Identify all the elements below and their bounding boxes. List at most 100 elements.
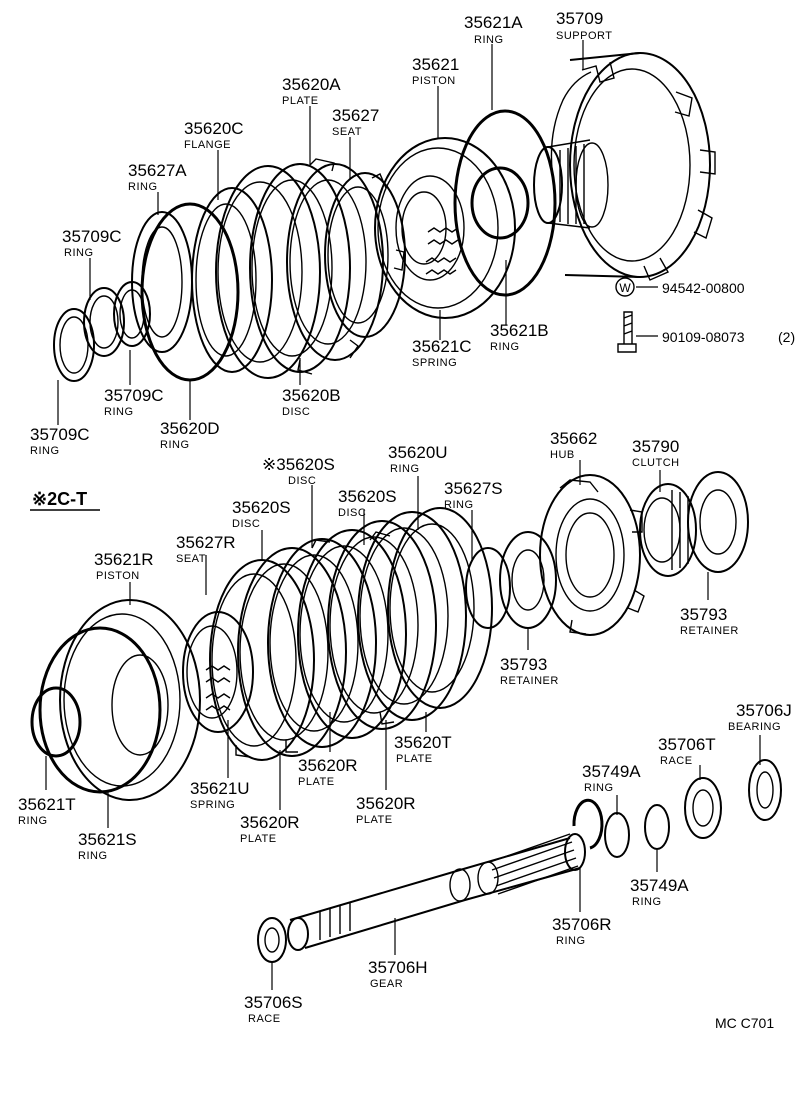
ring-35621b [470, 166, 530, 240]
label-35621s: 35621S [78, 830, 137, 849]
label-35706s: 35706S [244, 993, 303, 1012]
bolt-icon [617, 311, 637, 353]
rings-35709c [53, 281, 151, 382]
ring-35620d [140, 202, 240, 382]
label-35620a: 35620A [282, 75, 341, 94]
svg-text:RING: RING [128, 181, 158, 193]
svg-text:RACE: RACE [660, 755, 693, 767]
label-35621c: 35621C [412, 337, 472, 356]
label-35749a-2: 35749A [630, 876, 689, 895]
svg-text:PLATE: PLATE [356, 814, 393, 826]
label-35706h: 35706H [368, 958, 428, 977]
support-drum [533, 52, 716, 281]
label-35620r-2: 35620R [240, 813, 300, 832]
svg-text:PLATE: PLATE [240, 833, 277, 845]
svg-text:W: W [619, 281, 631, 295]
svg-text:HUB: HUB [550, 449, 575, 461]
svg-text:SUPPORT: SUPPORT [556, 30, 612, 42]
svg-text:SPRING: SPRING [190, 799, 235, 811]
ring-35621s [38, 626, 162, 794]
label-35790: 35790 [632, 437, 679, 456]
label-35706r: 35706R [552, 915, 612, 934]
ring-35621t [30, 686, 82, 758]
label-35627s: 35627S [444, 479, 503, 498]
label-35621u: 35621U [190, 779, 250, 798]
label-35662: 35662 [550, 429, 597, 448]
svg-text:PISTON: PISTON [96, 570, 140, 582]
label-35620d: 35620D [160, 419, 220, 438]
label-35709: 35709 [556, 9, 603, 28]
svg-text:RING: RING [18, 815, 48, 827]
label-35706j: 35706J [736, 701, 792, 720]
section-mark: ※2C-T [32, 489, 87, 509]
svg-text:RETAINER: RETAINER [680, 625, 739, 637]
label-35749a-1: 35749A [582, 762, 641, 781]
svg-text:PLATE: PLATE [282, 95, 319, 107]
labels: 35709 SUPPORT 35621A RING 35621 PISTON 3… [18, 9, 795, 1031]
upper-clutch-pack [215, 158, 406, 379]
svg-text:RING: RING [104, 406, 134, 418]
gear-shaft-35706h [287, 833, 586, 951]
washer-icon: W [615, 277, 635, 297]
hub-35662 [539, 474, 645, 636]
ring-35749a-a [604, 812, 630, 858]
svg-text:RING: RING [390, 463, 420, 475]
svg-text:DISC: DISC [232, 518, 260, 530]
label-35620c: 35620C [184, 119, 244, 138]
lower-clutch-pack [209, 507, 493, 761]
label-35620s-1: ※35620S [262, 455, 335, 474]
label-bolt-qty: (2) [778, 329, 795, 345]
label-35627: 35627 [332, 106, 379, 125]
retainer-35793-a [499, 531, 557, 629]
label-35627a: 35627A [128, 161, 187, 180]
svg-text:RING: RING [160, 439, 190, 451]
label-35621r: 35621R [94, 550, 154, 569]
flange-35620c [191, 187, 273, 373]
label-35627r: 35627R [176, 533, 236, 552]
label-35620s-2: 35620S [338, 487, 397, 506]
label-94542-00800: 94542-00800 [662, 280, 745, 296]
label-35620s-3: 35620S [232, 498, 291, 517]
label-35709c-1: 35709C [62, 227, 122, 246]
label-35620t: 35620T [394, 733, 452, 752]
label-35620b: 35620B [282, 386, 341, 405]
svg-text:RACE: RACE [248, 1013, 281, 1025]
svg-text:PISTON: PISTON [412, 75, 456, 87]
piston-35621r [59, 599, 201, 801]
svg-text:PLATE: PLATE [298, 776, 335, 788]
svg-text:SPRING: SPRING [412, 357, 457, 369]
svg-text:DISC: DISC [338, 507, 366, 519]
svg-text:RING: RING [64, 247, 94, 259]
svg-text:SEAT: SEAT [332, 126, 362, 138]
leader-lines [45, 40, 761, 990]
svg-text:RING: RING [632, 896, 662, 908]
svg-text:RING: RING [556, 935, 586, 947]
svg-text:GEAR: GEAR [370, 978, 403, 990]
svg-text:RING: RING [584, 782, 614, 794]
seat-35627r [182, 611, 254, 733]
svg-text:CLUTCH: CLUTCH [632, 457, 680, 469]
label-35620r-1: 35620R [298, 756, 358, 775]
label-90109-08073: 90109-08073 [662, 329, 745, 345]
svg-text:PLATE: PLATE [396, 753, 433, 765]
spring-35621c [425, 227, 459, 275]
svg-text:RETAINER: RETAINER [500, 675, 559, 687]
svg-text:SEAT: SEAT [176, 553, 206, 565]
race-35706t [684, 777, 722, 839]
ring-35749a-b [644, 804, 670, 850]
label-35621a: 35621A [464, 13, 523, 32]
label-35621t: 35621T [18, 795, 76, 814]
svg-text:BEARING: BEARING [728, 721, 781, 733]
figure-code: MC C701 [715, 1015, 774, 1031]
bearing-35706j [748, 759, 782, 821]
label-35620r-3: 35620R [356, 794, 416, 813]
svg-text:RING: RING [78, 850, 108, 862]
svg-text:FLANGE: FLANGE [184, 139, 231, 151]
race-35706s [257, 917, 287, 963]
label-35621b: 35621B [490, 321, 549, 340]
ring-35627s [465, 547, 511, 629]
label-35621: 35621 [412, 55, 459, 74]
svg-text:RING: RING [474, 34, 504, 46]
label-35706t: 35706T [658, 735, 716, 754]
svg-text:RING: RING [30, 445, 60, 457]
